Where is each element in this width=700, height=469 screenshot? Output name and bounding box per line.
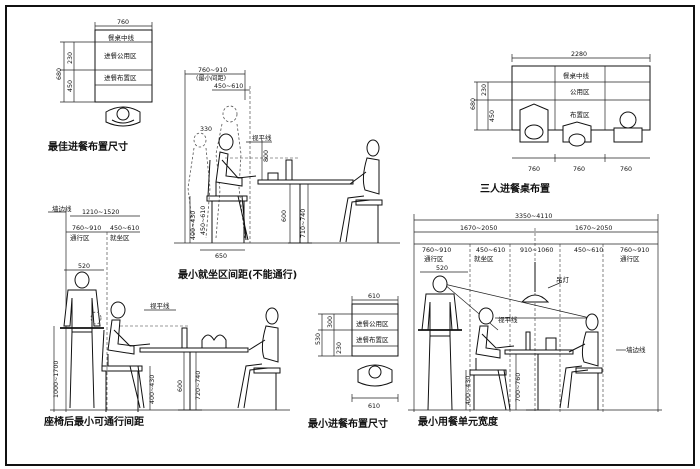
panel-min-seating: 760~910 (最小间距) 450~610 330 视平线: [174, 67, 400, 281]
title-min-seating: 最小就坐区间距(不能通行): [178, 268, 297, 281]
dim-450-610-a: 450~610: [214, 83, 243, 90]
panel-best-layout: 760 餐桌中线 进餐公用区 进餐布置区 680 230 450 最佳进餐布置尺…: [48, 19, 153, 153]
title-min-layout: 最小进餐布置尺寸: [308, 417, 388, 430]
title-walkway: 座椅后最小可通行间距: [43, 415, 144, 428]
dim-300-a: 300: [327, 316, 334, 328]
seated-woman-right-icon: [339, 139, 383, 243]
diner-min-icon: [357, 364, 393, 387]
dim-450-3: 450: [489, 110, 496, 122]
dim-230-min: 230: [336, 342, 343, 354]
dim-450-610-u1: 450~610: [476, 247, 505, 254]
dim-400-430-w: 400~430: [149, 375, 156, 404]
dim-400-430: 400~430: [190, 211, 197, 240]
dim-760-910-u1: 760~910: [422, 247, 451, 254]
dim-450: 450: [67, 80, 74, 92]
pendant-lamp-icon: [520, 262, 563, 303]
dim-600: 600: [281, 210, 288, 222]
title-dining-unit: 最小用餐单元宽度: [418, 415, 499, 428]
dim-450-610-b: 450~610: [200, 206, 207, 235]
dim-230-3: 230: [481, 84, 488, 96]
dim-760-c: 760: [620, 166, 632, 173]
dim-1000-1700: 1000~1700: [53, 361, 60, 398]
dim-760-a: 760: [528, 166, 540, 173]
zone-public-min: 进餐公用区: [356, 319, 389, 328]
dim-650: 650: [215, 253, 227, 260]
zone-layout-min: 进餐布置区: [356, 335, 389, 344]
dim-760-b: 760: [573, 166, 585, 173]
zone-walk-u2: 通行区: [620, 254, 640, 263]
zone-layout-3: 布置区: [570, 110, 590, 119]
dim-450-610-u2: 450~610: [574, 247, 603, 254]
wall-line-label: 墙边线: [52, 204, 72, 213]
wall-line-label-2: 墙边线: [626, 345, 646, 354]
zone-seat: 就坐区: [110, 233, 130, 242]
standing-man-icon: [60, 271, 104, 409]
dim-910-1060: 910~1060: [520, 247, 553, 254]
dim-530-a: 530: [315, 333, 322, 345]
dim-610-top: 610: [368, 293, 380, 300]
dim-600-w: 600: [177, 380, 184, 392]
zone-walk-u1: 通行区: [424, 254, 444, 263]
dim-520-u: 520: [436, 265, 448, 272]
dim-680: 680: [56, 68, 63, 80]
dim-230: 230: [67, 52, 74, 64]
dim-760-910: 760~910: [198, 67, 227, 74]
dim-610-bottom: 610: [368, 403, 380, 410]
sheet-border: [5, 5, 695, 466]
seated-man-left-icon: [206, 133, 257, 243]
standing-man-unit-icon: [418, 275, 462, 411]
sightline-label-3: 视平线: [498, 315, 518, 324]
dim-760: 760: [117, 19, 129, 26]
seated-woman-unit-icon: [559, 313, 603, 410]
zone-layout: 进餐布置区: [104, 73, 137, 82]
dim-min-gap: (最小间距): [196, 73, 226, 82]
dim-720-740: 720~740: [195, 371, 202, 400]
dim-2280: 2280: [571, 51, 587, 58]
dim-800: 800: [263, 150, 270, 162]
zone-centerline-3: 餐桌中线: [563, 71, 590, 80]
zone-public-3: 公用区: [570, 88, 590, 96]
zone-seat-u: 就坐区: [474, 254, 494, 263]
dim-330: 330: [200, 126, 212, 133]
three-diners-icon: [519, 103, 643, 147]
dim-760-910-w: 760~910: [72, 225, 101, 232]
table-unit-icon: [504, 331, 574, 411]
dim-3350-4110: 3350~4110: [515, 213, 552, 220]
panel-walkway: 墙边线 1210~1520 760~910 450~610 通行区 就坐区 52…: [43, 204, 290, 428]
zone-walk: 通行区: [70, 233, 90, 242]
dim-710-740: 710~740: [300, 209, 307, 238]
dim-1670-2050-a: 1670~2050: [460, 225, 497, 232]
sightline-label: 视平线: [252, 133, 272, 142]
title-best-layout: 最佳进餐布置尺寸: [48, 140, 128, 153]
panel-dining-unit: 3350~4110 1670~2050 1670~2050 760~910 45…: [408, 213, 662, 428]
zone-public: 进餐公用区: [104, 51, 137, 60]
title-three-person: 三人进餐桌布置: [480, 182, 550, 195]
seated-man-unit-icon: [469, 307, 515, 411]
lamp-label: 吊灯: [556, 275, 570, 284]
dim-760-910-u2: 760~910: [620, 247, 649, 254]
sightline-label-2: 视平线: [150, 301, 170, 310]
dim-680-3: 680: [470, 98, 477, 110]
panel-three-person: 2280 餐桌中线 公用区 布置区 680 230 450 760 760 76…: [470, 51, 651, 195]
dim-1670-2050-b: 1670~2050: [575, 225, 612, 232]
zone-table-centerline: 餐桌中线: [108, 33, 135, 42]
dim-400-430-u: 400~430: [465, 376, 472, 405]
dim-1210-1520: 1210~1520: [82, 209, 119, 216]
panel-min-layout: 610 进餐公用区 进餐布置区 530 300 230 610 最小进餐布置尺寸: [308, 293, 399, 430]
seated-man-walk-icon: [90, 301, 151, 412]
dim-700-760: 700~760: [515, 373, 522, 402]
seated-woman-walk-icon: [237, 307, 281, 410]
dim-450-610-w: 450~610: [110, 225, 139, 232]
dim-520: 520: [78, 263, 90, 270]
diner-topview-icon: [105, 106, 141, 127]
